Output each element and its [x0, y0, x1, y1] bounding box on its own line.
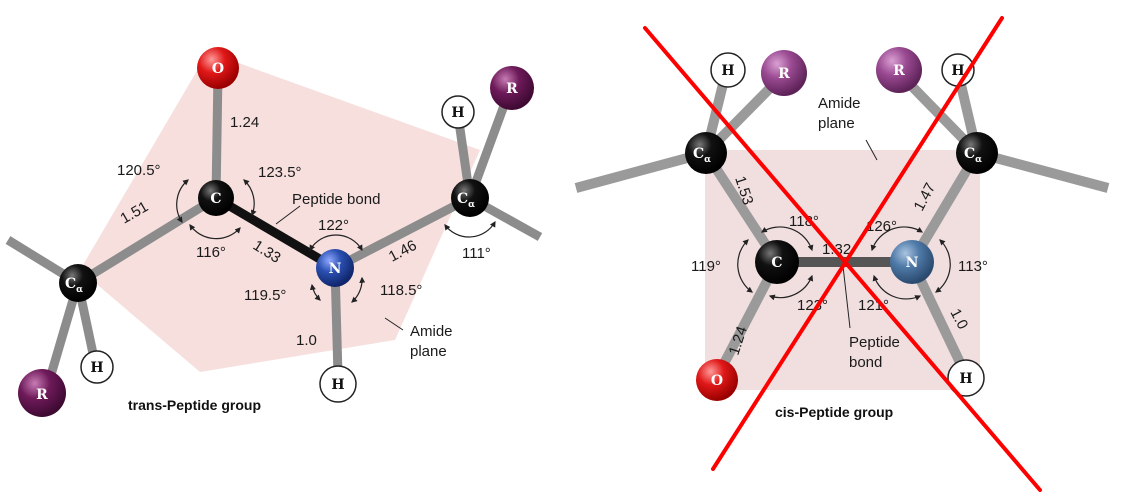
svg-text:Cα: Cα — [964, 146, 982, 165]
trans-r-right-atom: R — [490, 66, 534, 110]
trans-bond-co: 1.24 — [230, 114, 259, 131]
trans-peptide-bond-line — [213, 194, 338, 272]
trans-r-right-label: R — [506, 81, 518, 97]
trans-h-left-atom: H — [80, 350, 114, 384]
cis-r-right-atom: R — [876, 47, 922, 93]
trans-angle-111: 111° — [462, 245, 491, 262]
trans-peptide-bond-label: Peptide bond — [292, 191, 380, 208]
cis-calpha-left-atom: Cα — [685, 132, 727, 174]
trans-amide-plane — [80, 52, 480, 372]
cis-h-n-label: H — [959, 371, 972, 387]
trans-c-atom: C — [198, 180, 234, 216]
trans-h-right-atom: H — [441, 95, 475, 129]
trans-r-left-atom: R — [18, 369, 66, 417]
svg-text:Cα: Cα — [693, 146, 711, 165]
trans-calpha-left-atom: Cα — [59, 264, 97, 302]
cis-angle-119: 119° — [691, 258, 721, 275]
cis-r-left-label: R — [778, 66, 790, 82]
trans-r-left-label: R — [36, 387, 48, 403]
cis-calpha-right-atom: Cα — [956, 132, 998, 174]
svg-text:Cα: Cα — [457, 191, 475, 210]
trans-bond-nh: 1.0 — [296, 332, 317, 349]
cis-c-atom: C — [755, 240, 799, 284]
cis-peptide-label: Peptide — [849, 334, 900, 351]
trans-angle-1185: 118.5° — [380, 282, 422, 299]
cis-c-label: C — [771, 255, 782, 271]
cis-caption: cis-Peptide group — [775, 404, 893, 420]
trans-angle-122: 122° — [318, 217, 349, 234]
trans-plane-label: plane — [410, 343, 447, 360]
cis-angle-121: 121° — [858, 297, 889, 314]
trans-calpha-right-atom: Cα — [451, 179, 489, 217]
cis-amide-plane-pointer — [865, 139, 878, 161]
trans-o-label: O — [212, 61, 224, 77]
cis-h-right-label: H — [951, 63, 964, 79]
trans-amide-label: Amide — [410, 323, 453, 340]
cis-plane-label: plane — [818, 115, 855, 132]
cis-bond-label: bond — [849, 354, 882, 371]
trans-angle-1235: 123.5° — [258, 164, 302, 181]
trans-n-atom: N — [316, 249, 354, 287]
cis-h-left-atom: H — [710, 52, 746, 88]
cis-r-right-label: R — [893, 63, 905, 79]
trans-peptide-bond-pointer — [275, 205, 301, 225]
trans-peptide-panel: O C N Cα Cα H R H — [5, 47, 543, 417]
trans-calpha-left-sub: α — [76, 285, 83, 295]
cis-calpha-right-sub: α — [975, 155, 982, 165]
cis-o-atom: O — [696, 359, 738, 401]
cis-peptide-bond-pointer — [842, 265, 851, 329]
trans-angle-116: 116° — [196, 244, 226, 261]
cis-n-label: N — [906, 255, 919, 271]
cis-n-atom: N — [890, 240, 934, 284]
cis-r-left-atom: R — [761, 50, 807, 96]
cis-angle-126: 126° — [866, 218, 897, 235]
trans-angle-arcs — [176, 179, 496, 303]
trans-h-right-label: H — [451, 105, 464, 121]
trans-calpha-right-label: C — [457, 191, 468, 207]
svg-text:Cα: Cα — [65, 276, 83, 295]
trans-calpha-left-label: C — [65, 276, 76, 292]
cis-h-left-label: H — [721, 63, 734, 79]
trans-o-atom: O — [197, 47, 239, 89]
trans-h-n-atom: H — [319, 365, 357, 403]
cis-peptide-panel: H R R H Cα Cα C N — [574, 16, 1110, 492]
cis-angle-arcs — [737, 226, 951, 301]
trans-h-n-label: H — [331, 377, 344, 393]
trans-h-left-label: H — [90, 360, 103, 376]
cis-calpha-right-label: C — [964, 146, 975, 162]
trans-caption: trans-Peptide group — [128, 397, 261, 413]
cis-amide-label: Amide — [818, 95, 861, 112]
cis-o-label: O — [711, 373, 723, 389]
cis-h-n-atom: H — [947, 359, 985, 397]
trans-calpha-right-sub: α — [468, 200, 475, 210]
cis-calpha-left-sub: α — [704, 155, 711, 165]
cis-angle-113: 113° — [958, 258, 988, 275]
trans-angle-1195: 119.5° — [244, 287, 286, 304]
trans-n-label: N — [329, 261, 342, 277]
cis-calpha-left-label: C — [693, 146, 704, 162]
trans-c-label: C — [210, 191, 221, 207]
trans-angle-1205: 120.5° — [117, 162, 161, 179]
cis-red-cross — [643, 16, 1042, 492]
trans-amide-plane-pointer — [384, 317, 404, 331]
